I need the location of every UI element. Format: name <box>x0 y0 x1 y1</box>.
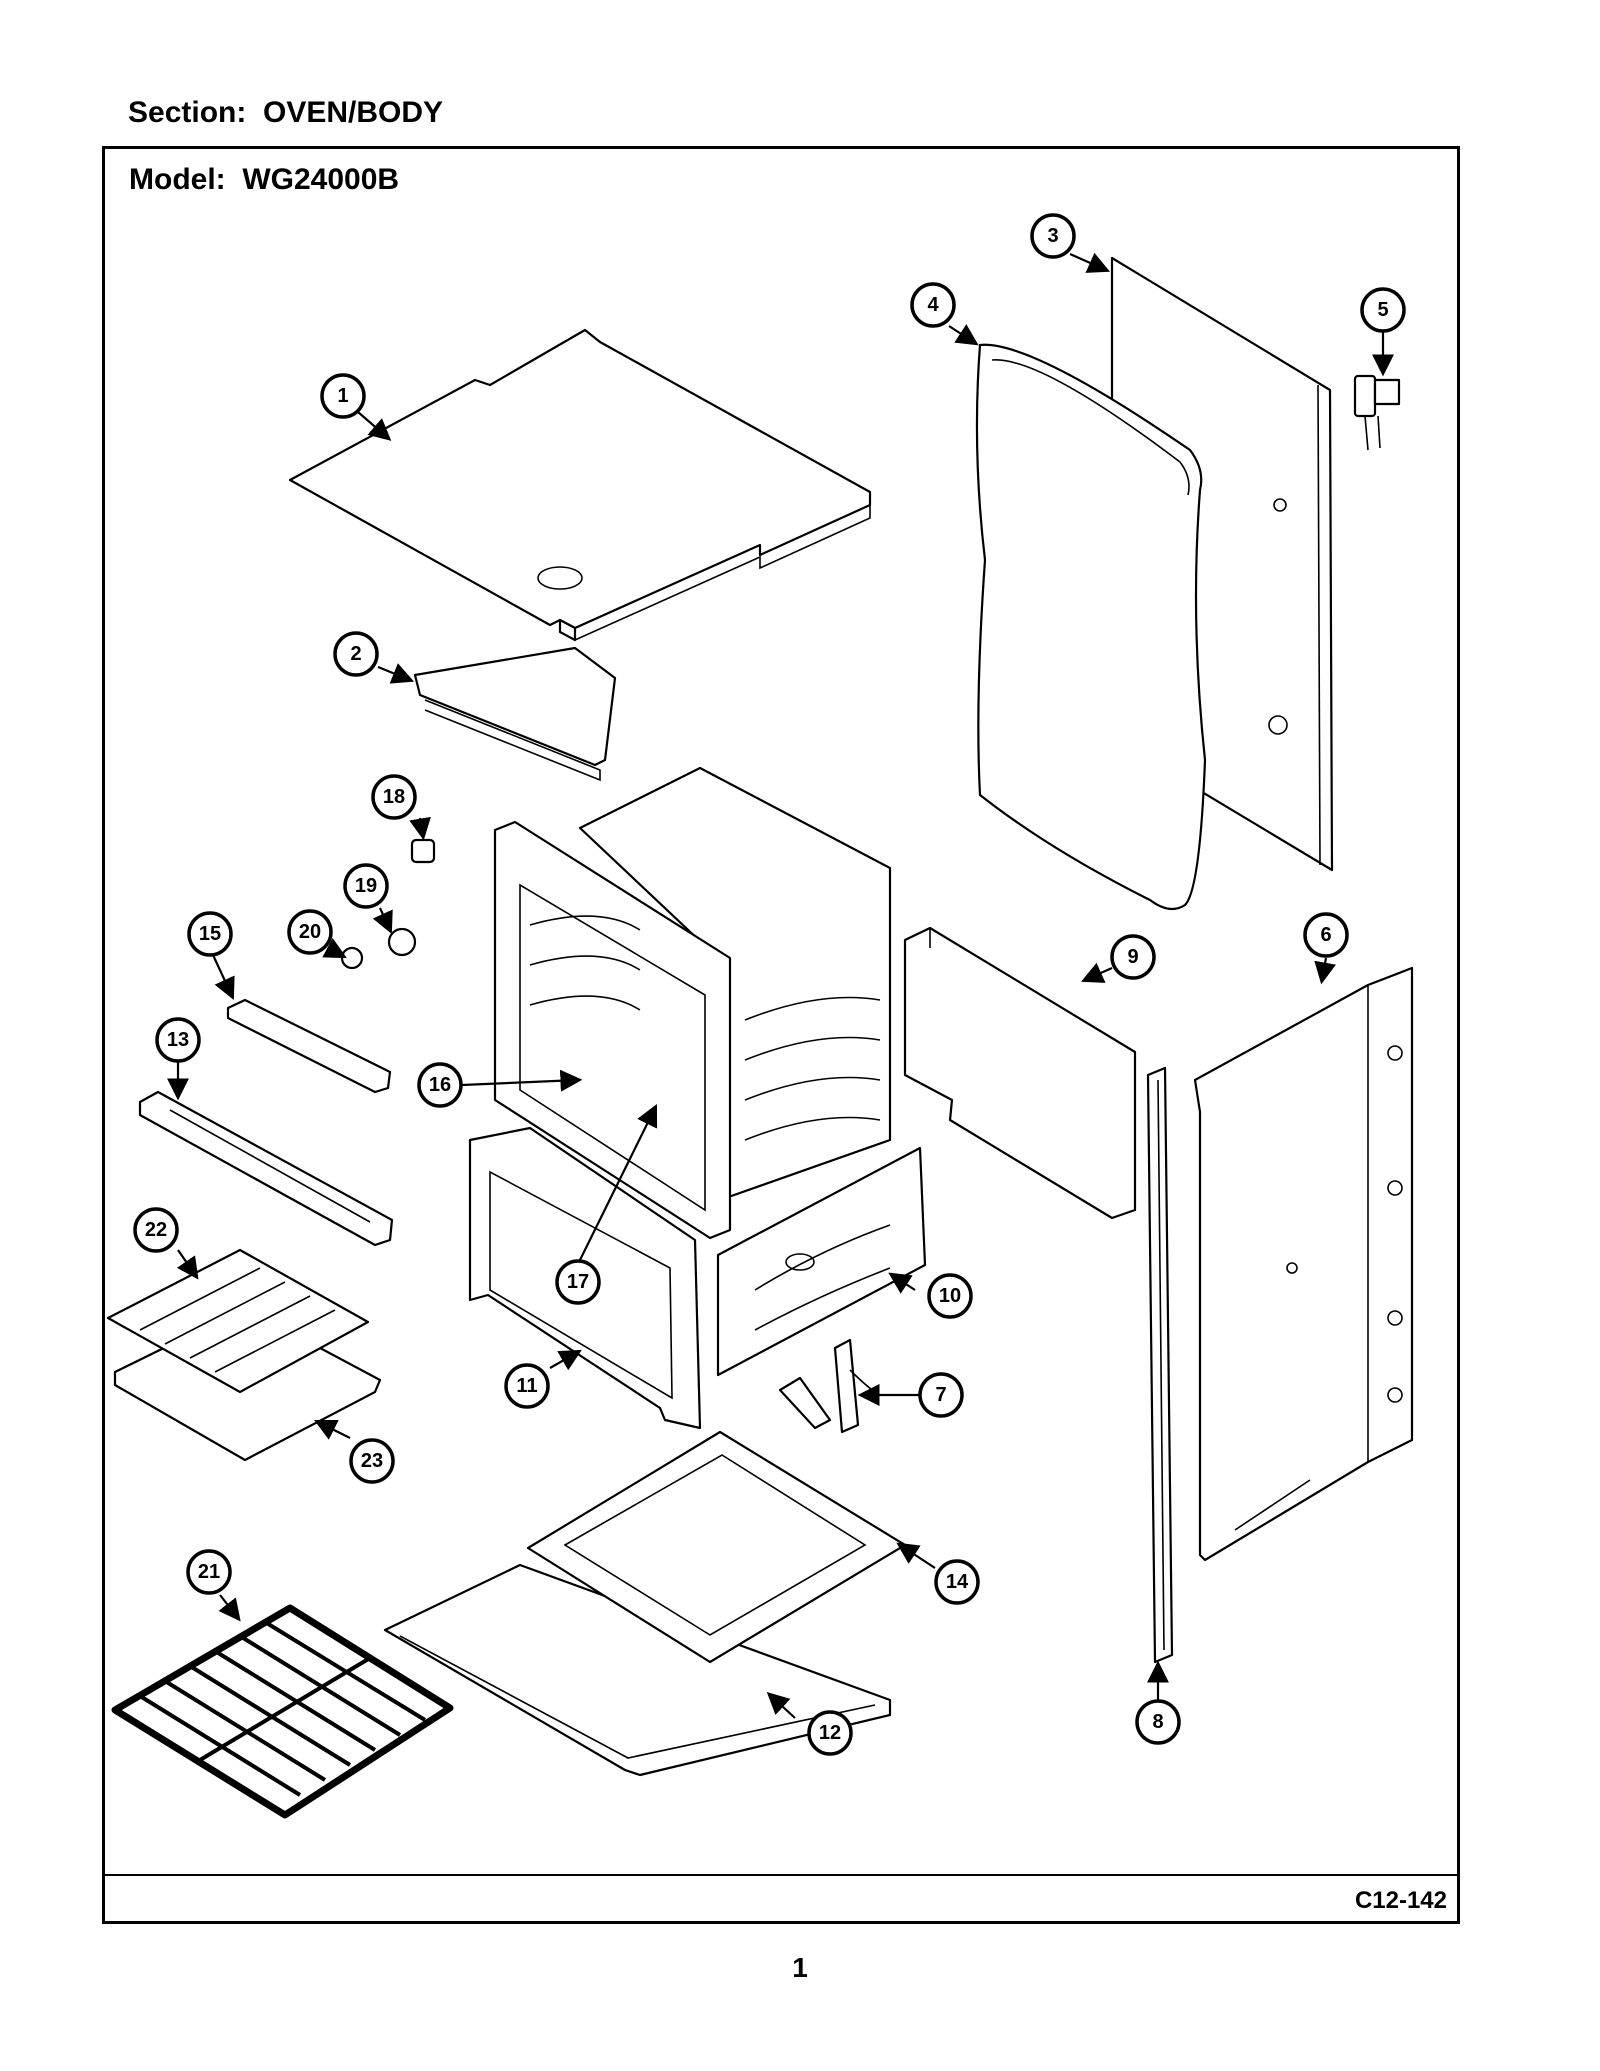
callout-9: 9 <box>1110 934 1156 980</box>
svg-text:11: 11 <box>516 1375 537 1397</box>
svg-text:15: 15 <box>199 923 221 945</box>
callout-4: 4 <box>910 282 956 328</box>
callout-6: 6 <box>1303 912 1349 958</box>
callout-13: 13 <box>155 1017 201 1063</box>
svg-text:7: 7 <box>935 1384 946 1406</box>
svg-text:21: 21 <box>198 1561 220 1583</box>
svg-text:3: 3 <box>1047 225 1058 247</box>
svg-text:9: 9 <box>1127 946 1138 968</box>
part-oven-liner <box>493 766 892 1240</box>
callout-22: 22 <box>133 1207 179 1253</box>
svg-text:6: 6 <box>1320 924 1331 946</box>
svg-text:14: 14 <box>946 1571 969 1593</box>
part-switch <box>1353 374 1401 451</box>
part-side-panel <box>1193 966 1414 1562</box>
leader-lines <box>167 252 1394 1719</box>
svg-text:18: 18 <box>383 786 405 808</box>
callout-3: 3 <box>1030 213 1076 259</box>
callout-1: 1 <box>320 373 366 419</box>
svg-text:2: 2 <box>350 643 361 665</box>
part-oven-rack <box>111 1604 454 1819</box>
callout-14: 14 <box>934 1559 980 1605</box>
callout-19: 19 <box>343 863 389 909</box>
callout-11: 11 <box>504 1363 550 1409</box>
part-bottom-panel <box>383 1563 892 1777</box>
callout-10: 10 <box>927 1273 973 1319</box>
svg-text:5: 5 <box>1377 299 1388 321</box>
callout-7: 7 <box>918 1372 964 1418</box>
callout-8: 8 <box>1135 1699 1181 1745</box>
svg-text:13: 13 <box>167 1029 189 1051</box>
svg-text:16: 16 <box>429 1074 451 1096</box>
svg-text:4: 4 <box>927 294 939 316</box>
svg-text:8: 8 <box>1152 1711 1163 1733</box>
callout-21: 21 <box>186 1549 232 1595</box>
section-title: Section: OVEN/BODY <box>128 96 444 129</box>
model-title: Model: WG24000B <box>129 163 400 196</box>
svg-text:17: 17 <box>567 1271 589 1293</box>
part-insulation <box>975 343 1207 911</box>
part-trim-strip <box>1146 1066 1174 1664</box>
part-hinge <box>778 1338 876 1434</box>
svg-text:20: 20 <box>299 921 321 943</box>
part-top-panel <box>288 328 872 642</box>
callout-12: 12 <box>807 1710 853 1756</box>
page-number: 1 <box>792 1952 808 1983</box>
part-baffle <box>413 646 617 782</box>
part-lower-shield <box>716 1146 927 1377</box>
callout-16: 16 <box>417 1062 463 1108</box>
callout-5: 5 <box>1360 287 1406 333</box>
callout-20: 20 <box>287 909 333 955</box>
callout-15: 15 <box>187 911 233 957</box>
part-side-shield <box>903 926 1137 1220</box>
svg-text:23: 23 <box>361 1450 383 1472</box>
diagram-code: C12-142 <box>1354 1887 1447 1914</box>
part-long-rail <box>138 1090 394 1247</box>
part-small-hardware <box>340 838 436 970</box>
callout-18: 18 <box>371 774 417 820</box>
callout-17: 17 <box>555 1259 601 1305</box>
svg-text:19: 19 <box>355 875 377 897</box>
frame-divider <box>105 1874 1457 1876</box>
diagram-frame: Model: WG24000B C12-142 <box>102 146 1460 1924</box>
callout-2: 2 <box>333 631 379 677</box>
part-broiler-pan <box>106 1248 382 1462</box>
part-short-rail <box>226 998 392 1094</box>
callout-23: 23 <box>349 1438 395 1484</box>
svg-text:1: 1 <box>337 385 348 407</box>
svg-text:10: 10 <box>939 1285 961 1307</box>
svg-text:22: 22 <box>145 1219 167 1241</box>
svg-text:12: 12 <box>819 1722 841 1744</box>
